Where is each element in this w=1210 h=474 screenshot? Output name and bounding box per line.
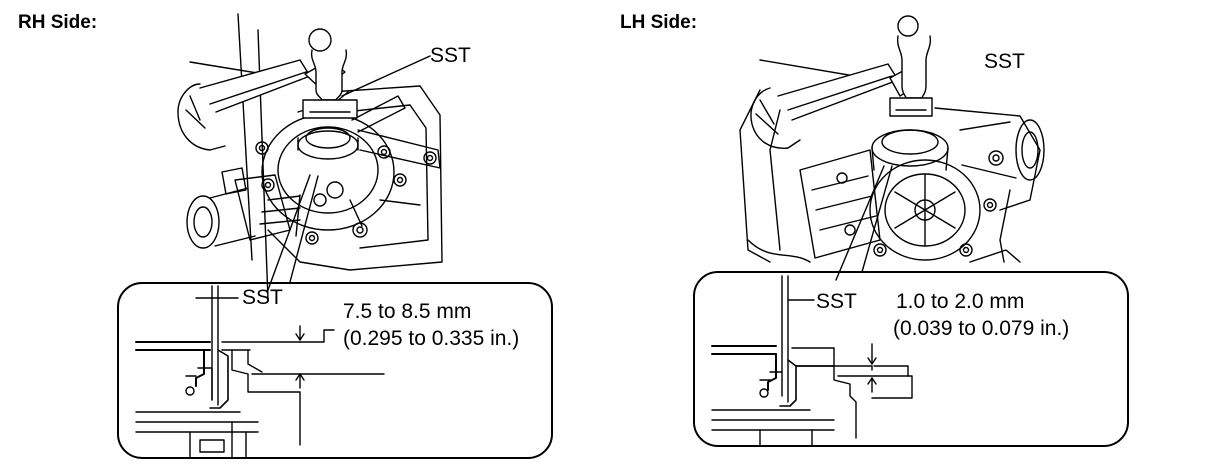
- rh-sst-detail-label: SST: [242, 286, 283, 309]
- lh-sst-detail-label: SST: [816, 290, 857, 313]
- rh-hammer-tool: [178, 29, 430, 150]
- rh-measure-in: (0.295 to 0.335 in.): [343, 327, 520, 350]
- lh-measure-mm: 1.0 to 2.0 mm: [896, 290, 1025, 313]
- rh-measure-mm: 7.5 to 8.5 mm: [343, 300, 472, 323]
- lh-hammer-tool: [751, 16, 932, 148]
- rh-detail-drawing: [136, 286, 384, 458]
- rh-sst-top-label: SST: [430, 44, 471, 67]
- lh-detail-drawing: [712, 276, 912, 446]
- lh-measure-in: (0.039 to 0.079 in.): [893, 317, 1070, 340]
- rh-detail-frame: [118, 283, 552, 458]
- lh-side-title: LH Side:: [620, 12, 698, 33]
- lh-sst-top-label: SST: [984, 50, 1025, 73]
- rh-side-title: RH Side:: [18, 12, 98, 33]
- lh-detail-frame: [694, 272, 1128, 446]
- rh-assembly-drawing: [187, 14, 442, 300]
- lh-assembly-drawing: [740, 60, 1044, 262]
- lh-callout-pointer: [836, 166, 892, 280]
- rh-callout-pointer: [268, 175, 318, 290]
